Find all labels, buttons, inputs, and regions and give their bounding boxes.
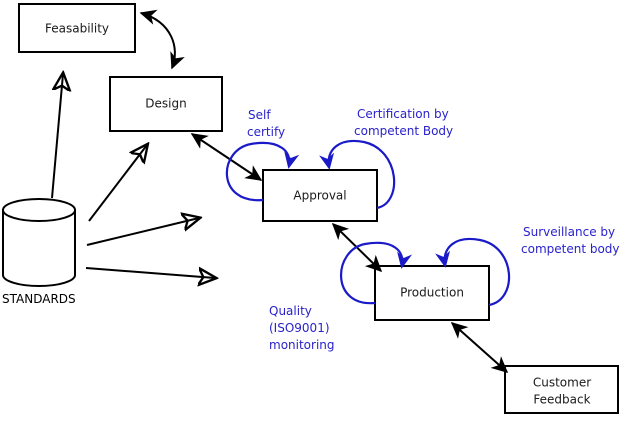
cylinder-body — [2, 209, 76, 287]
connection-standards-production[interactable] — [85, 268, 215, 278]
annotation-self-certify-line1: Self — [248, 108, 271, 122]
loop-self-certify[interactable] — [225, 141, 300, 202]
annotation-surveillance-line1: Surveillance by — [523, 225, 615, 239]
node-box-customer-feedback — [504, 365, 619, 414]
connection-standards-approval[interactable] — [86, 218, 199, 246]
annotation-certification-competent-body: Certification by competent Body — [354, 107, 453, 138]
node-customer-feedback[interactable]: Customer Feedback — [504, 365, 619, 414]
node-label-approval: Approval — [293, 189, 346, 203]
annotation-quality-line3: monitoring — [269, 338, 335, 352]
node-box-approval — [262, 169, 378, 222]
node-label-feasability: Feasability — [45, 22, 109, 36]
node-label-design: Design — [145, 97, 186, 111]
node-label-production: Production — [400, 286, 464, 300]
node-box-feasability — [18, 3, 136, 53]
node-design[interactable]: Design — [109, 76, 223, 132]
node-box-production — [374, 265, 490, 321]
node-label-customer-feedback-line2: Feedback — [533, 393, 590, 407]
annotation-quality-iso9001-monitoring: Quality (ISO9001) monitoring — [269, 304, 335, 352]
annotation-quality-line1: Quality — [269, 304, 312, 318]
loop-quality-monitoring[interactable] — [340, 241, 413, 305]
annotation-certification-line2: competent Body — [354, 124, 453, 138]
node-standards[interactable]: STANDARDS — [2, 198, 76, 306]
annotation-quality-line2: (ISO9001) — [269, 321, 330, 335]
node-box-design — [109, 76, 223, 132]
connection-feasability-design[interactable] — [139, 9, 185, 70]
node-label-standards: STANDARDS — [2, 292, 76, 306]
node-production[interactable]: Production — [374, 265, 490, 321]
connection-design-approval[interactable] — [190, 133, 263, 181]
annotation-self-certify: Self certify — [247, 108, 285, 139]
annotation-self-certify-line2: certify — [247, 125, 285, 139]
node-approval[interactable]: Approval — [262, 169, 378, 222]
annotation-surveillance-competent-body: Surveillance by competent body — [521, 225, 620, 256]
loop-surveillance-competent-body[interactable] — [435, 237, 511, 307]
cylinder-top — [2, 198, 76, 222]
connection-standards-feasability[interactable] — [51, 74, 63, 199]
node-label-customer-feedback-line1: Customer — [533, 376, 591, 390]
annotation-certification-line1: Certification by — [357, 107, 449, 121]
annotation-surveillance-line2: competent body — [521, 242, 620, 256]
loop-certification-competent-body[interactable] — [319, 139, 396, 210]
node-feasability[interactable]: Feasability — [18, 3, 136, 53]
connection-standards-design[interactable] — [88, 145, 147, 222]
connection-production-customer-feedback[interactable] — [450, 322, 509, 373]
